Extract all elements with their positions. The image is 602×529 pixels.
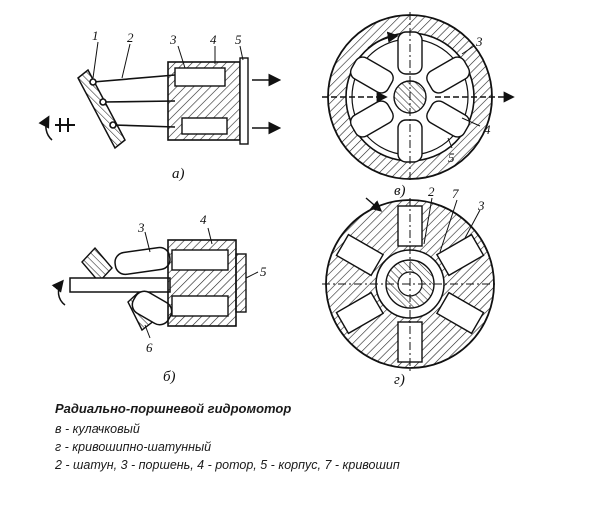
view-v-labels: 3 4 5 [447,34,491,165]
label-g-2: 2 [428,184,435,199]
legend-line-parts: 2 - шатун, 3 - поршень, 4 - ротор, 5 - к… [55,458,400,472]
label-b-4: 4 [200,212,207,227]
legend-line-cam: в - кулачковый [55,422,140,436]
label-g-7: 7 [452,186,459,201]
label-v-5: 5 [448,150,455,165]
legend: Радиально-поршневой гидромотор в - кулач… [55,400,575,474]
label-a-4: 4 [210,32,217,47]
label-b-6: 6 [146,340,153,355]
view-g-labels: 2 7 3 [423,184,485,253]
view-b-shaft [51,277,171,306]
caption-g: г) [394,372,405,388]
connecting-rods [89,74,176,129]
legend-line-crank: г - кривошипно-шатунный [55,440,212,454]
label-b-5: 5 [260,264,267,279]
view-v-diagram: 3 4 5 в) [322,12,515,199]
caption-v: в) [394,183,406,199]
swash-plate [38,68,126,150]
label-v-4: 4 [484,122,491,137]
caption-b: б) [163,369,176,385]
view-b-rotor [167,239,247,327]
view-g-diagram: 2 7 3 г) [322,184,498,388]
label-g-3: 3 [477,198,485,213]
caption-a: а) [172,166,185,182]
label-a-1: 1 [92,28,99,43]
label-b-3: 3 [137,220,145,235]
view-b-diagram: 3 4 5 6 б) [51,212,267,385]
label-a-2: 2 [127,30,134,45]
rotor-block [167,57,249,145]
view-g-piston-pockets [335,205,485,363]
view-a-diagram: 1 2 3 4 5 а) [38,28,282,182]
label-a-3: 3 [169,32,177,47]
legend-title: Радиально-поршневой гидромотор [55,401,292,416]
view-a-labels: 1 2 3 4 5 [92,28,244,79]
hydromotor-diagram: 1 2 3 4 5 а) [38,12,515,388]
label-a-5: 5 [235,32,242,47]
label-v-3: 3 [475,34,483,49]
view-b-labels: 3 4 5 6 [137,212,267,355]
